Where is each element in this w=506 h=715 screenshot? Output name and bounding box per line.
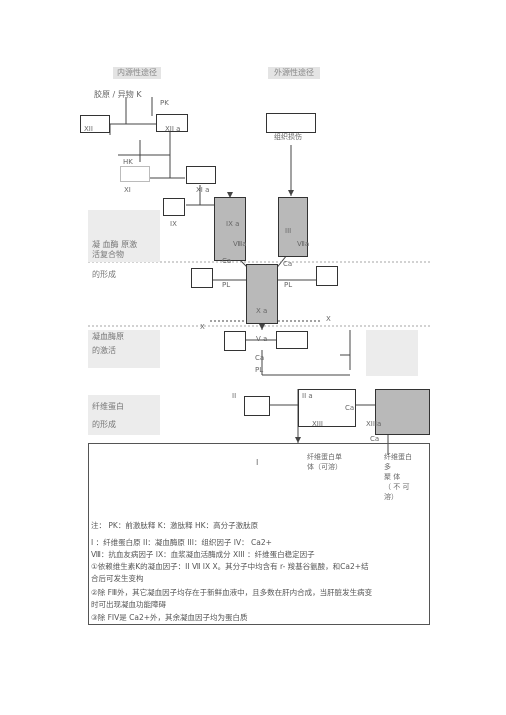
fibrin-and-notes-panel xyxy=(88,443,430,625)
factor-ii-box xyxy=(244,396,270,416)
factor-i-label: I xyxy=(256,458,259,467)
factor-ix-box xyxy=(163,198,185,216)
factor-iii-label: III xyxy=(285,227,292,235)
factor-xia-box xyxy=(186,166,216,184)
factor-xi-label: XI xyxy=(124,186,131,194)
factor-xia-label: XI a xyxy=(196,186,210,194)
ca-label-3: Ca xyxy=(255,354,265,362)
note-line-4: ①依赖维生素K的凝血因子：II Ⅶ IX X。其分子中均含有 r- 羧基谷氨酸，… xyxy=(91,562,369,571)
note-line-2: I ：纤维蛋白原 II：凝血酶原 III：组织因子 IV： Ca2+ xyxy=(91,538,272,547)
va-box-right xyxy=(276,331,308,349)
factor-iii-box xyxy=(278,197,308,257)
ca-box-left xyxy=(191,268,213,288)
note-line-1: 注： PK：前激肽释 K：激肽释 HK：高分子激肽原 xyxy=(91,521,259,530)
pl-label-2: PL xyxy=(284,281,293,289)
ca-label-5: Ca xyxy=(370,435,380,443)
note-line-3: Ⅷ：抗血友病因子 IX：血浆凝血活酶成分 XIII ：纤维蛋白稳定因子 xyxy=(91,550,315,559)
factor-viia-label: Ⅶa xyxy=(297,240,310,248)
factor-viiia-label: Ⅷa xyxy=(233,240,247,248)
note-line-7: 时可出现凝血功能障碍 xyxy=(91,600,166,609)
intrinsic-pathway-header: 内源性途径 xyxy=(113,67,161,79)
factor-ii-label: II xyxy=(232,392,237,400)
stage-fibrin-formation-label: 纤维蛋白 的形成 xyxy=(92,402,124,429)
factor-xii-box xyxy=(80,115,110,133)
factor-xiia-box xyxy=(156,114,188,132)
tissue-injury-box xyxy=(266,113,316,133)
factor-xa-box xyxy=(246,264,278,324)
extrinsic-pathway-header: 外源性途径 xyxy=(268,67,320,79)
factor-xiii-label: XIII xyxy=(312,420,323,428)
ca-label-1: Ca xyxy=(222,257,232,265)
fibrin-polymer-label: 纤维蛋白 多 聚 体 （ 不 可 溶） xyxy=(384,453,412,501)
factor-xiiia-box xyxy=(375,389,430,435)
collagen-label: 胶原 / 异物 K xyxy=(94,90,142,99)
stage-prothrombin-activation-label: 凝血酶原 的激活 xyxy=(92,332,124,355)
pk-label: PK xyxy=(160,99,169,107)
factor-xi-box xyxy=(120,166,150,182)
tissue-injury-label: 组织损伤 xyxy=(274,133,302,141)
pl-label-3: PL xyxy=(255,366,264,374)
factor-x-left-label: X xyxy=(200,323,205,331)
ca-box-right xyxy=(316,266,338,286)
factor-xa-label: X a xyxy=(256,307,268,315)
factor-ixa-box xyxy=(214,197,246,261)
factor-xiia-label: XII a xyxy=(165,125,181,133)
ca-label-4: Ca xyxy=(345,404,355,412)
factor-xiiia-label: XIIIa xyxy=(366,420,382,428)
note-line-8: ③除 FIV是 Ca2+外，其余凝血因子均为蛋白质 xyxy=(91,613,248,622)
factor-ixa-label: IX a xyxy=(226,220,240,228)
note-line-5: 合后可发生变构 xyxy=(91,574,144,583)
factor-iia-box xyxy=(298,389,356,427)
factor-iia-label: II a xyxy=(302,392,313,400)
factor-ix-label: IX xyxy=(170,220,177,228)
factor-x-right-label: X xyxy=(326,315,331,323)
va-box-left xyxy=(224,331,246,351)
factor-va-label: V a xyxy=(256,335,268,343)
hk-label: HK xyxy=(123,158,133,166)
factor-xii-label: XII xyxy=(84,125,93,133)
ca-label-2: Ca xyxy=(283,260,293,268)
pl-label-1: PL xyxy=(222,281,231,289)
note-line-6: ②除 FⅢ外，其它凝血因子均存在于新鲜血液中，且多数在肝内合成，当肝脏发生病变 xyxy=(91,588,373,597)
stage-prothrombinase-label: 凝 血酶 原激 活复合物 的形成 xyxy=(92,240,138,279)
fibrin-monomer-label: 纤维蛋白单 体（可溶） xyxy=(307,453,342,471)
